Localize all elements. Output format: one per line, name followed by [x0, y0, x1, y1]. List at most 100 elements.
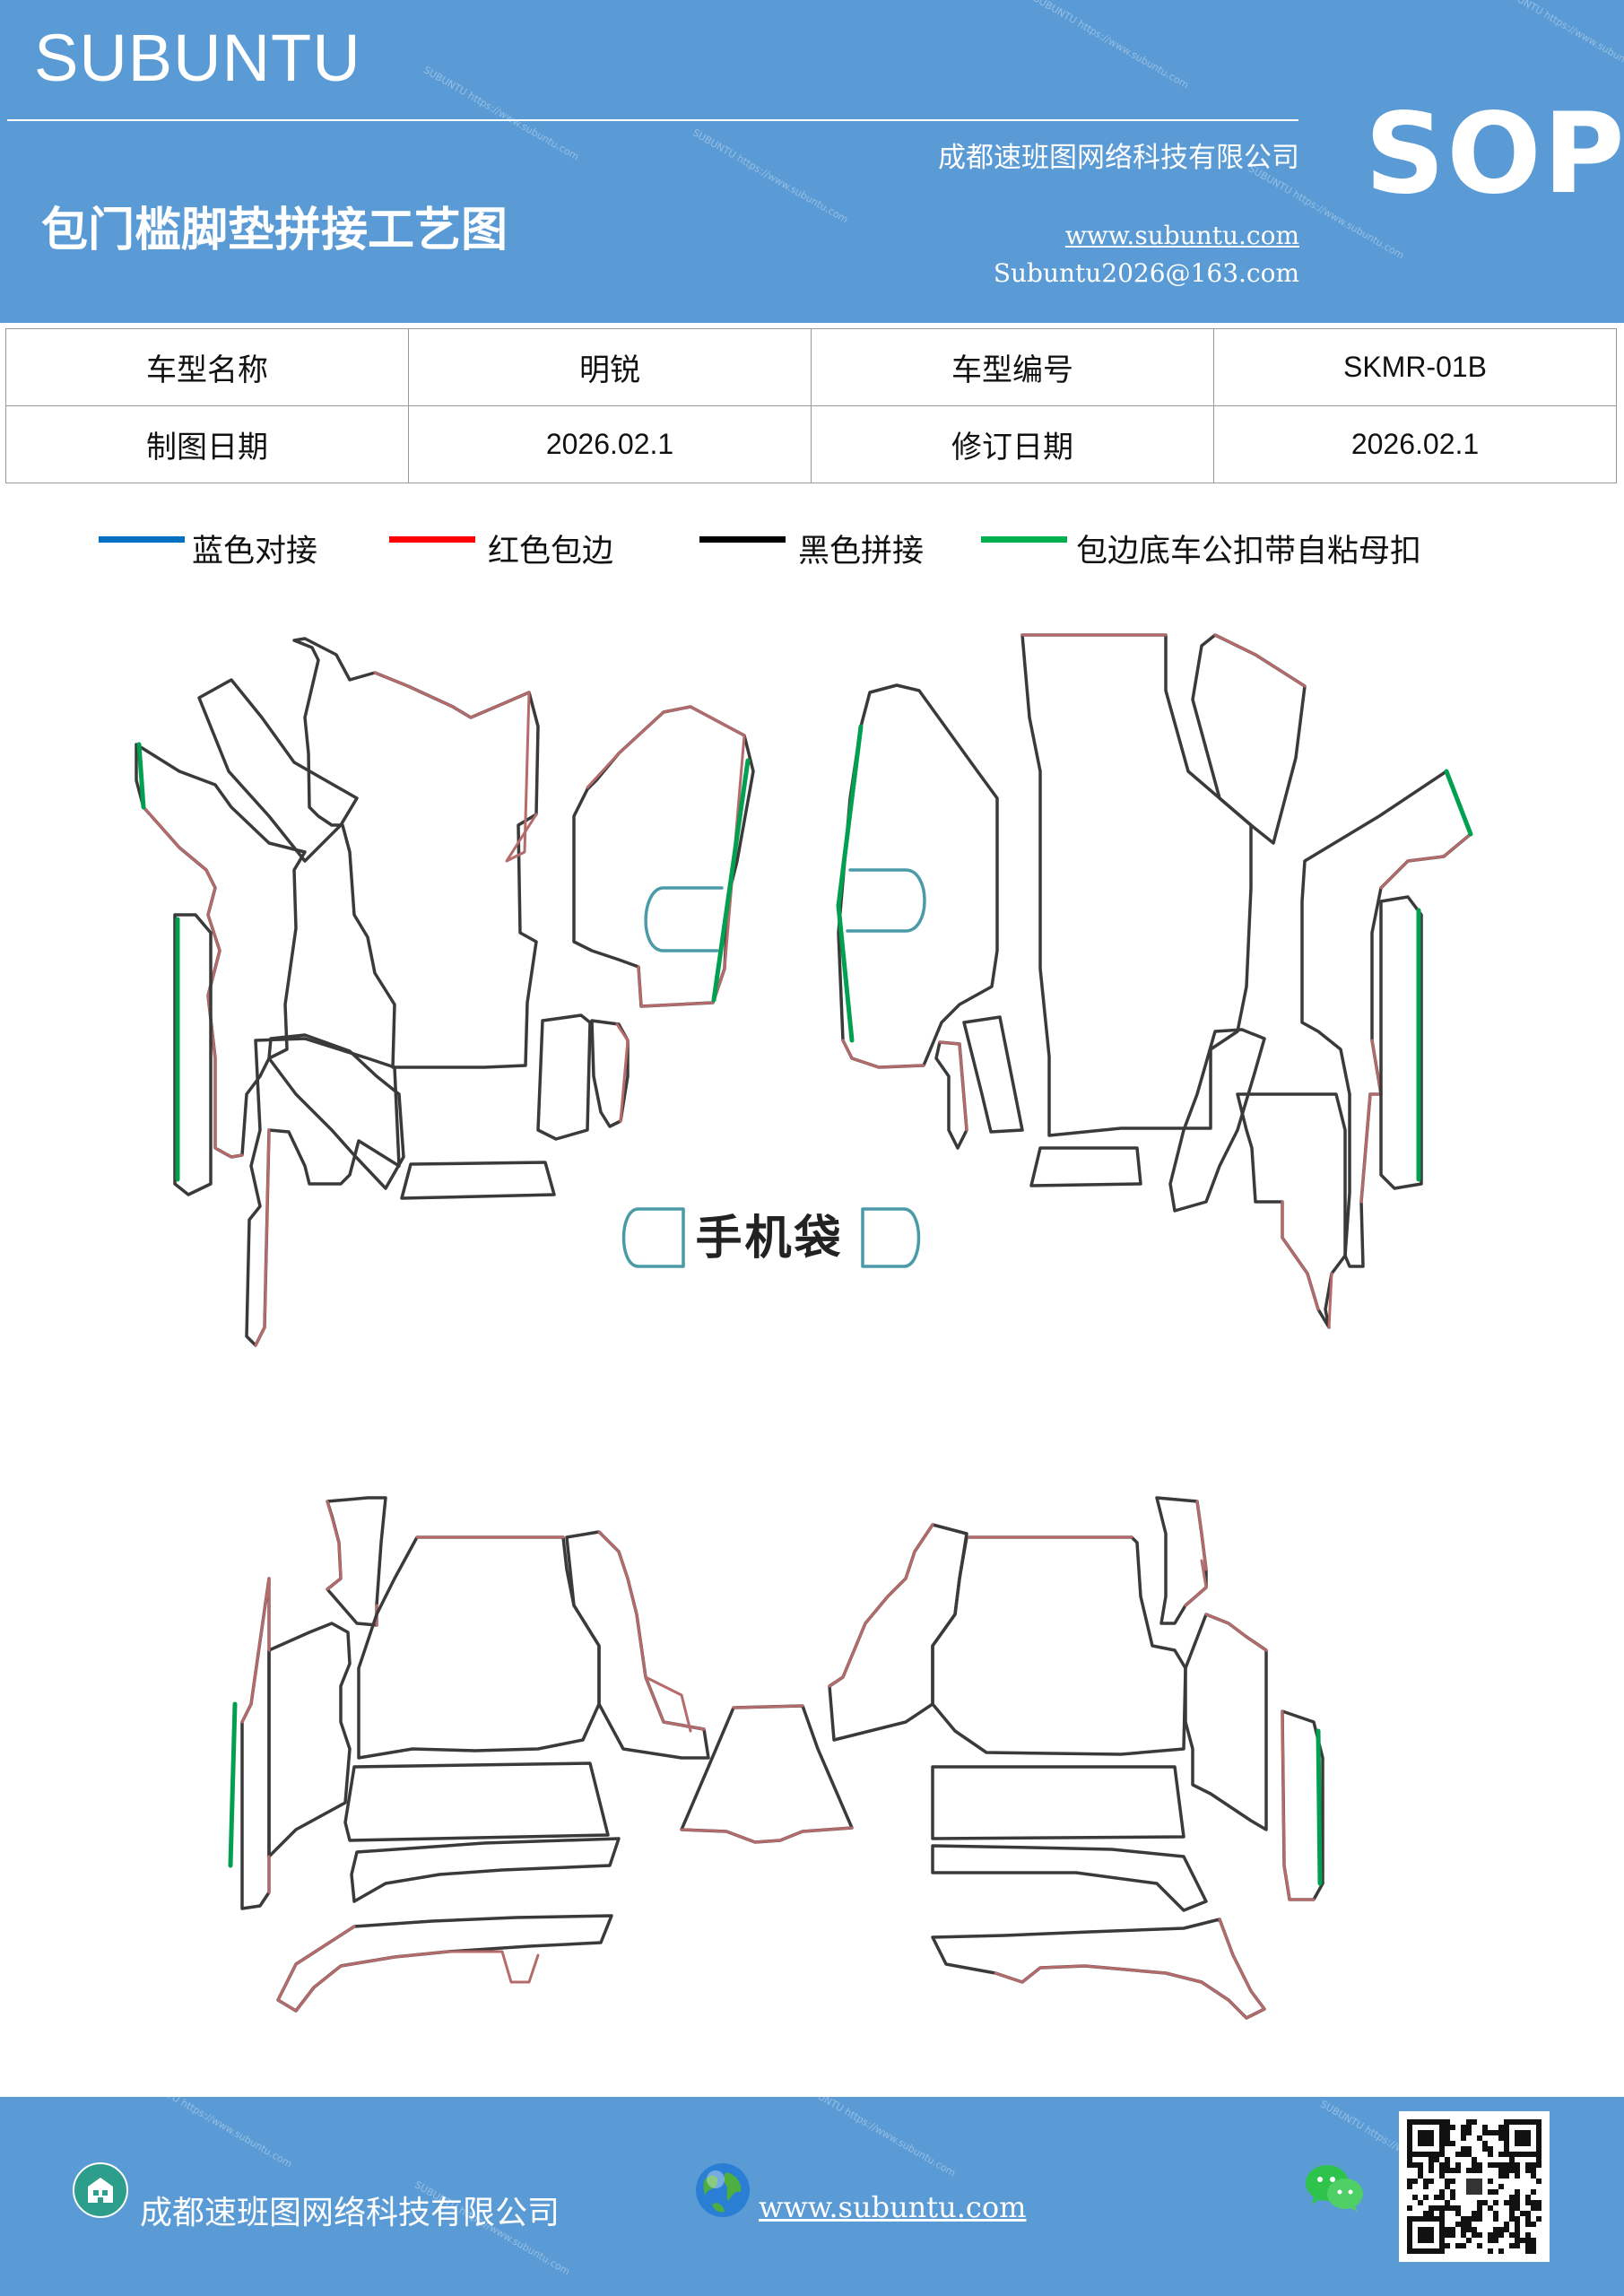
footer-company-name: 成都速班图网络科技有限公司 [140, 2195, 560, 2231]
mat-piece-rear-right-side [1184, 1613, 1268, 1831]
legend-swatch [981, 536, 1067, 543]
mat-piece-front-right-strip [1191, 633, 1307, 845]
mat-edge-trim [1184, 1500, 1208, 1607]
mat-piece-left-long [173, 913, 213, 1196]
mat-edge-velcro [1316, 1728, 1323, 1886]
phone-pocket-label: 手机袋 [695, 1212, 843, 1265]
mat-edge-trim [373, 671, 538, 863]
mat-edge-trim [597, 1530, 706, 1733]
mat-edge-trim [994, 1918, 1266, 2020]
mat-piece-heel-pad-right [1029, 1146, 1142, 1187]
mat-piece-front-right-block-b [934, 1040, 968, 1150]
company-name: 成都速班图网络科技有限公司 [938, 142, 1299, 174]
legend-label: 红色包边 [488, 534, 614, 570]
mat-piece-rear-left-outer [240, 1577, 271, 1910]
mat-piece-front-right-side [1300, 770, 1472, 1268]
mat-piece-rear-left-side [267, 1622, 352, 1858]
footer-banner: SUBUNTU https://www.subuntu.com SUBUNTU … [0, 2071, 1624, 2296]
mat-edge-trim [276, 1925, 540, 2013]
mat-piece-rear-center-tunnel [680, 1704, 854, 1844]
legend-label: 包边底车公扣带自粘母扣 [1076, 534, 1422, 570]
mat-splicing-diagram: 手机袋 [135, 633, 1473, 2020]
mat-piece-rear-left-bar [343, 1761, 610, 1842]
mat-edge-trim [1281, 1709, 1316, 1901]
header-divider [7, 119, 1298, 121]
mat-piece-front-right-main [1020, 633, 1253, 1137]
table-cell: 车型编号 [811, 328, 1214, 406]
mat-piece-front-right-wedge [1168, 1028, 1266, 1213]
table-cell: 2026.02.1 [408, 405, 812, 483]
mat-edge-velcro [136, 742, 146, 810]
watermark: SUBUNTU https://www.subuntu.com [135, 2071, 294, 2170]
mat-piece-rear-left-wedge [565, 1530, 710, 1760]
watermark: SUBUNTU https://www.subuntu.com [1498, 0, 1624, 83]
mat-piece-rear-left-strip-a [350, 1837, 621, 1903]
mat-edge-blue [644, 886, 724, 952]
mat-edge-blue [846, 868, 926, 933]
mat-edge-trim [240, 1577, 271, 1724]
legend-swatch [699, 536, 786, 543]
legend-label: 蓝色对接 [192, 534, 318, 570]
sop-badge: SOP [1365, 90, 1624, 219]
mat-piece-rear-left-cushion [357, 1535, 601, 1760]
globe-icon [696, 2163, 750, 2217]
mat-edge-trim [326, 1500, 378, 1627]
mat-edge-trim [841, 1039, 925, 1069]
mat-piece-rear-right-strip-a [931, 1844, 1208, 1912]
table-cell: 2026.02.1 [1213, 405, 1617, 483]
mat-piece-front-left-block-a [536, 1013, 592, 1141]
mat-piece-right-long [1379, 895, 1423, 1190]
watermark: SUBUNTU https://www.subuntu.com [421, 64, 581, 163]
mat-piece-rear-left-strip-b [276, 1914, 613, 2013]
table-cell: SKMR-01B [1213, 328, 1617, 406]
brand-logo-text: SUBUNTU [34, 21, 361, 95]
mat-edge-trim [615, 1022, 630, 1123]
mat-edge-velcro [711, 758, 751, 1003]
mat-edge-trim [1281, 1200, 1333, 1329]
mat-piece-front-left-lower [245, 1037, 401, 1347]
mat-edge-trim [938, 1040, 968, 1132]
table-row: 制图日期 2026.02.1 修订日期 2026.02.1 [5, 405, 1617, 483]
table-cell: 车型名称 [5, 328, 409, 406]
vehicle-info-table: 车型名称 明锐 车型编号 SKMR-01B 制图日期 2026.02.1 修订日… [5, 328, 1617, 483]
watermark: SUBUNTU https://www.subuntu.com [690, 126, 850, 226]
legend-swatch [99, 536, 185, 543]
mat-edge-trim [1213, 633, 1307, 688]
mat-edge-velcro [836, 724, 864, 1043]
wechat-icon[interactable] [1302, 2160, 1367, 2217]
table-cell: 明锐 [408, 328, 812, 406]
website-link[interactable]: www.subuntu.com [1064, 221, 1299, 250]
table-cell: 修订日期 [811, 405, 1214, 483]
mat-piece-front-left-main [292, 637, 540, 1069]
mat-edge-trim [254, 1128, 271, 1347]
mat-piece-front-left-wedge [267, 1033, 405, 1190]
qr-code-pattern [1407, 2119, 1541, 2254]
mat-edge-trim [586, 705, 746, 1008]
mat-piece-heel-pad-left [400, 1161, 556, 1200]
mat-edge-velcro [228, 1701, 238, 1868]
mat-piece-front-right-lower [1236, 1092, 1347, 1329]
legend-label: 黑色拼接 [798, 534, 925, 570]
table-row: 车型名称 明锐 车型编号 SKMR-01B [5, 328, 1617, 406]
footer-website-link[interactable]: www.subuntu.com [759, 2190, 1027, 2224]
watermark: SUBUNTU https://www.subuntu.com [1031, 0, 1191, 91]
page-title: 包门槛脚垫拼接工艺图 [41, 204, 508, 257]
company-building-icon [73, 2162, 128, 2218]
qr-code[interactable] [1399, 2111, 1550, 2262]
mat-edge-trim [1359, 832, 1472, 1204]
mat-piece-rear-right-wedge [828, 1523, 968, 1742]
mat-edge-velcro [1444, 769, 1473, 837]
mat-edge-trim [1204, 1613, 1268, 1652]
watermark: SUBUNTU https://www.subuntu.com [798, 2080, 958, 2179]
header-banner: SUBUNTU https://www.subuntu.com SUBUNTU … [0, 0, 1624, 323]
table-cell: 制图日期 [5, 405, 409, 483]
mat-piece-rear-right-cushion [931, 1535, 1187, 1756]
phone-pocket-right [861, 1207, 921, 1268]
mat-piece-front-right-block-a [962, 1015, 1024, 1134]
mat-edge-trim [142, 805, 244, 1159]
mat-piece-front-left-strip [197, 678, 359, 863]
legend-swatch [389, 536, 475, 543]
legend: 蓝色对接 红色包边 黑色拼接 包边底车公扣带自粘母扣 [0, 526, 1624, 570]
mat-edge-trim [828, 1523, 934, 1688]
mat-edge-trim [680, 1704, 854, 1844]
